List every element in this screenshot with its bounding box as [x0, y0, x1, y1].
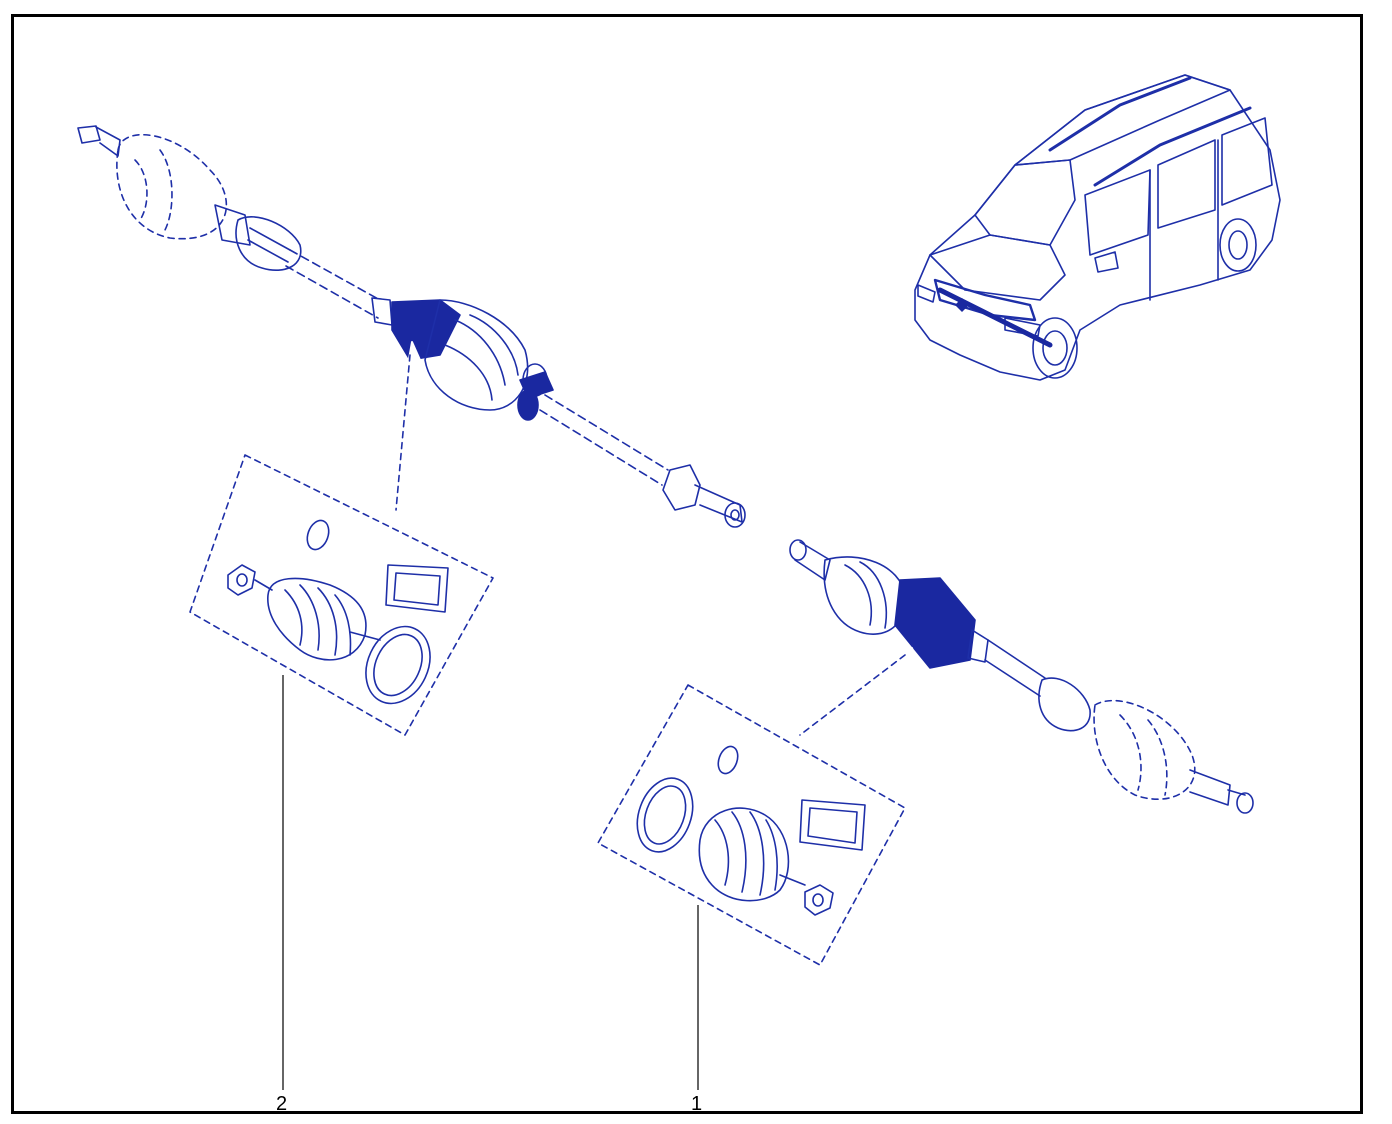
drive-shaft-2 — [77, 125, 746, 528]
diagram-frame — [11, 14, 1363, 1114]
repair-kit-1 — [597, 684, 906, 966]
callout-1-label: 1 — [691, 1093, 703, 1115]
drive-shaft-1 — [789, 539, 1254, 814]
vehicle-illustration — [914, 74, 1281, 381]
repair-kit-2 — [189, 454, 494, 736]
callout-2-label: 2 — [276, 1093, 288, 1115]
